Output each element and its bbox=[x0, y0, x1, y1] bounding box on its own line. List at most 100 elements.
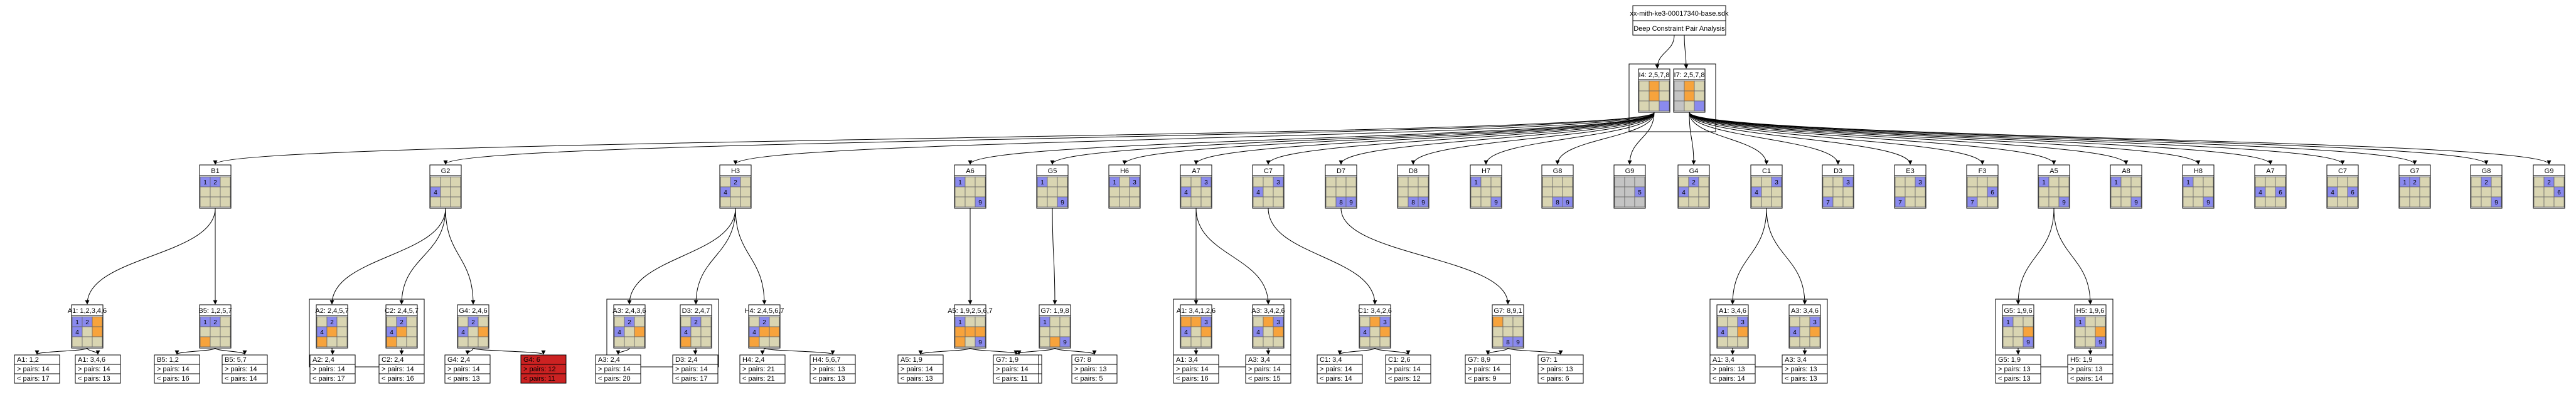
grid-cell bbox=[1253, 176, 1264, 188]
grid-cell bbox=[1480, 196, 1492, 208]
grid-cell bbox=[1905, 186, 1916, 198]
leaf-pairs-lt: < pairs: 17 bbox=[675, 375, 708, 383]
grid-cell bbox=[1119, 176, 1130, 188]
leaf-pairs-lt: < pairs: 14 bbox=[1713, 375, 1745, 383]
grid-cell bbox=[316, 316, 328, 327]
grid-cell bbox=[1490, 176, 1502, 188]
grid-cell bbox=[1200, 196, 1212, 208]
grid-cell bbox=[1698, 186, 1709, 198]
grid-cell bbox=[200, 326, 211, 337]
leaf-label: A1: 3,4,6 bbox=[78, 356, 105, 364]
grid-cell bbox=[1634, 176, 1645, 188]
grid-cell bbox=[2265, 196, 2276, 208]
grid-cell bbox=[1039, 336, 1050, 347]
grid-cell bbox=[1562, 196, 1573, 208]
leaf-pairs-gt: > pairs: 14 bbox=[1320, 366, 1352, 373]
grid-cell-digit: 3 bbox=[1204, 179, 1208, 186]
grid-cell bbox=[1698, 196, 1709, 208]
grid-cell bbox=[1057, 176, 1068, 188]
edge bbox=[330, 347, 335, 355]
leaf-label: H4: 5,6,7 bbox=[813, 356, 841, 364]
grid-cell-digit: 7 bbox=[1970, 199, 1974, 206]
grid-cell bbox=[2130, 196, 2142, 208]
leaf-node: C1: 2,6> pairs: 14< pairs: 12 bbox=[1385, 354, 1431, 384]
grid-cell bbox=[2543, 186, 2555, 198]
grid-cell bbox=[1694, 80, 1705, 92]
leaf-label: G7: 1,9 bbox=[996, 356, 1018, 364]
grid-cell-digit: 6 bbox=[1991, 189, 1994, 196]
grid-cell-digit: 6 bbox=[2279, 189, 2282, 196]
grid-cell bbox=[1180, 336, 1192, 347]
grid-cell bbox=[720, 196, 731, 208]
leaf-pairs-gt: > pairs: 14 bbox=[382, 366, 414, 373]
level2-node-label: A1: 1,2,3,4,6 bbox=[68, 307, 107, 315]
grid-cell-digit: 4 bbox=[1184, 329, 1188, 336]
grid-cell-digit: 3 bbox=[1846, 179, 1850, 186]
grid-cell bbox=[1418, 176, 1429, 188]
leaf-node: H4: 2,4> pairs: 21< pairs: 21 bbox=[739, 354, 786, 384]
grid-cell bbox=[759, 326, 770, 337]
level1-node-label: G5 bbox=[1048, 167, 1057, 175]
level1-node-label: G9 bbox=[1625, 167, 1635, 175]
grid-cell-digit: 4 bbox=[461, 329, 465, 336]
leaf-pairs-lt: < pairs: 13 bbox=[447, 375, 480, 383]
grid-cell-digit: 4 bbox=[1755, 189, 1758, 196]
grid-cell bbox=[1263, 176, 1274, 188]
grid-cell-digit: 3 bbox=[1204, 319, 1208, 326]
grid-cell bbox=[965, 326, 976, 337]
grid-cell bbox=[1200, 186, 1212, 198]
grid-cell bbox=[769, 316, 780, 327]
leaf-node: G7: 8,9> pairs: 14< pairs: 9 bbox=[1465, 354, 1511, 384]
grid-cell bbox=[200, 196, 211, 208]
leaf-pairs-lt: < pairs: 13 bbox=[1785, 375, 1817, 383]
grid-cell bbox=[440, 196, 451, 208]
grid-cell bbox=[2110, 196, 2122, 208]
grid-cell bbox=[1049, 326, 1061, 337]
leaf-node-frame bbox=[1173, 354, 1219, 384]
grid-cell bbox=[92, 336, 103, 347]
grid-cell-digit: 4 bbox=[617, 329, 621, 336]
leaf-label: G7: 8,9 bbox=[1468, 356, 1490, 364]
level2-node: A2: 2,4,5,724 bbox=[315, 304, 349, 349]
level1-node-label: G8 bbox=[1553, 167, 1563, 175]
leaf-pairs-gt: > pairs: 13 bbox=[813, 366, 845, 373]
grid-cell bbox=[2553, 176, 2565, 188]
leaf-node: G7: 8> pairs: 13< pairs: 5 bbox=[1071, 354, 1118, 384]
level1-node: G24 bbox=[429, 164, 462, 209]
grid-cell bbox=[1059, 316, 1071, 327]
pair-cluster bbox=[1173, 299, 1291, 368]
grid-cell bbox=[954, 336, 966, 347]
level1-node-label: A7 bbox=[2266, 167, 2274, 175]
grid-cell bbox=[680, 316, 692, 327]
grid-cell bbox=[624, 326, 635, 337]
grid-cell-digit: 1 bbox=[2114, 179, 2118, 186]
grid-cell bbox=[1684, 80, 1695, 92]
leaf-label: G4: 2,4 bbox=[447, 356, 470, 364]
grid-cell bbox=[2012, 336, 2024, 347]
edge bbox=[1689, 112, 2552, 165]
top-pair-node-label: I4: 2,5,7,8 bbox=[1639, 71, 1670, 79]
edge bbox=[1684, 34, 1689, 69]
grid-cell bbox=[1688, 186, 1699, 198]
grid-cell bbox=[1119, 196, 1130, 208]
grid-cell bbox=[1502, 316, 1514, 327]
grid-cell bbox=[614, 336, 625, 347]
grid-cell-digit: 9 bbox=[1349, 199, 1353, 206]
edge bbox=[1337, 347, 1376, 355]
level1-node-label: G2 bbox=[441, 167, 451, 175]
grid-cell bbox=[1492, 336, 1504, 347]
grid-cell-digit: 2 bbox=[2484, 179, 2488, 186]
grid-cell bbox=[210, 336, 221, 347]
leaf-label: A1: 1,2 bbox=[17, 356, 39, 364]
leaf-pairs-gt: > pairs: 14 bbox=[17, 366, 50, 373]
grid-cell bbox=[220, 196, 231, 208]
level2-node: A1: 3,4,634 bbox=[1716, 304, 1749, 349]
edge bbox=[1485, 347, 1509, 355]
leaf-pairs-gt: > pairs: 13 bbox=[1998, 366, 2031, 373]
grid-cell bbox=[2002, 326, 2014, 337]
